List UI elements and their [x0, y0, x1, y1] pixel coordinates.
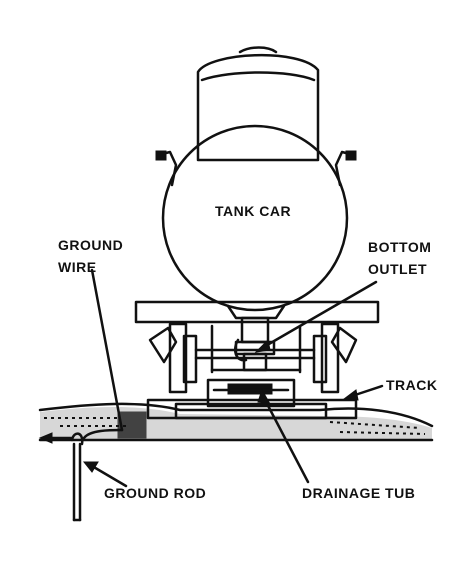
leader-track — [342, 384, 384, 401]
tank-dome — [196, 46, 320, 162]
ground-wire-label-line2: WIRE — [58, 259, 97, 275]
tank-car-label: TANK CAR — [215, 203, 291, 219]
ground-rod-label: GROUND ROD — [104, 485, 206, 501]
leader-bottom-outlet — [254, 280, 378, 353]
bottom-outlet-label-line2: OUTLET — [368, 261, 427, 277]
ground-surface — [38, 402, 434, 442]
drainage-tub-label: DRAINAGE TUB — [302, 485, 415, 501]
bottom-outlet-label-line1: BOTTOM — [368, 239, 431, 255]
tank-shell — [161, 124, 349, 312]
track-label: TRACK — [386, 377, 438, 393]
handrail-right — [334, 150, 357, 187]
ground-wire-label-line1: GROUND — [58, 237, 123, 253]
truck-assembly — [148, 322, 358, 394]
leader-drainage-tub — [257, 388, 310, 484]
ground-rod — [70, 432, 84, 522]
ground-wire-to-rod — [82, 428, 124, 440]
car-deck — [134, 300, 380, 324]
drainage-tub — [206, 378, 296, 408]
ground-wire — [90, 268, 124, 432]
handrail-left — [155, 150, 178, 187]
leader-ground-rod — [82, 461, 128, 488]
